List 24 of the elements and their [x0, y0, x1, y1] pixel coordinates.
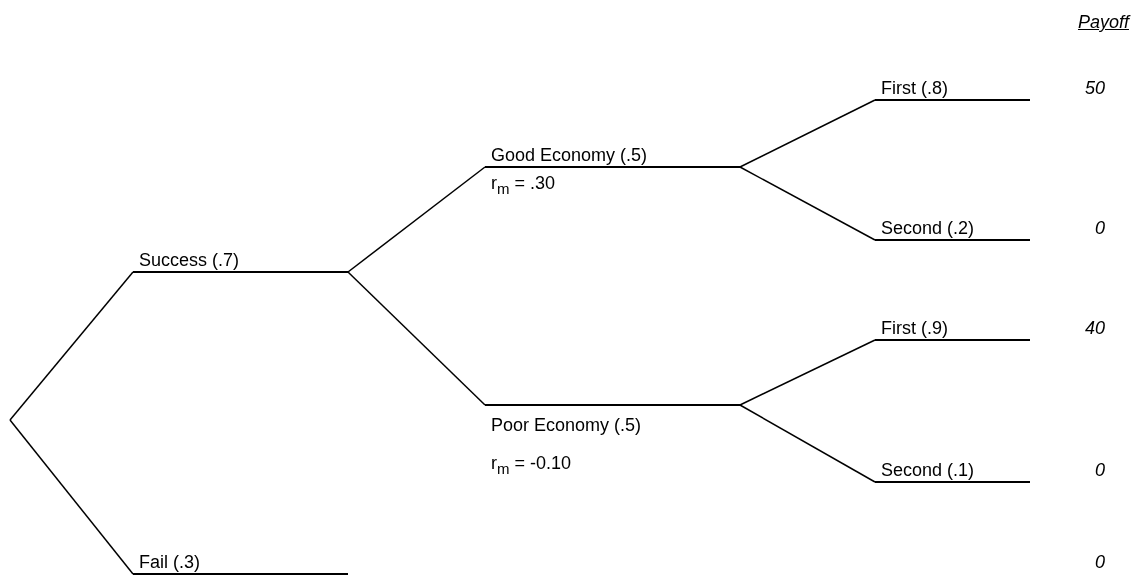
- branch-label: First (.9): [881, 318, 948, 338]
- tree-branch: [9, 271, 134, 421]
- tree-branch: [739, 404, 876, 483]
- tree-branch: [347, 166, 486, 273]
- branch-label: Fail (.3): [139, 552, 200, 572]
- branch-label: Success (.7): [139, 250, 240, 270]
- tree-branch: [739, 166, 876, 241]
- payoff-value: 0: [1095, 552, 1105, 572]
- payoff-value: 50: [1084, 78, 1105, 98]
- payoff-value: 0: [1095, 218, 1105, 238]
- branch-label: Second (.2): [881, 218, 975, 238]
- column-heading: Payoff: [1077, 12, 1129, 32]
- tree-branch: [739, 99, 876, 168]
- return-label: r$_{m}$ = .30: [491, 173, 556, 199]
- branch-label: Poor Economy (.5): [491, 415, 642, 435]
- tree-branch: [9, 419, 134, 575]
- tree-branch: [739, 339, 876, 406]
- payoff-value: 40: [1084, 318, 1105, 338]
- payoff-value: 0: [1095, 460, 1105, 480]
- return-label: r$_{m}$ = -0.10: [491, 453, 572, 479]
- branch-label: First (.8): [881, 78, 948, 98]
- tree-branch: [347, 271, 486, 406]
- branch-label: Good Economy (.5): [491, 145, 648, 165]
- branch-label: Second (.1): [881, 460, 975, 480]
